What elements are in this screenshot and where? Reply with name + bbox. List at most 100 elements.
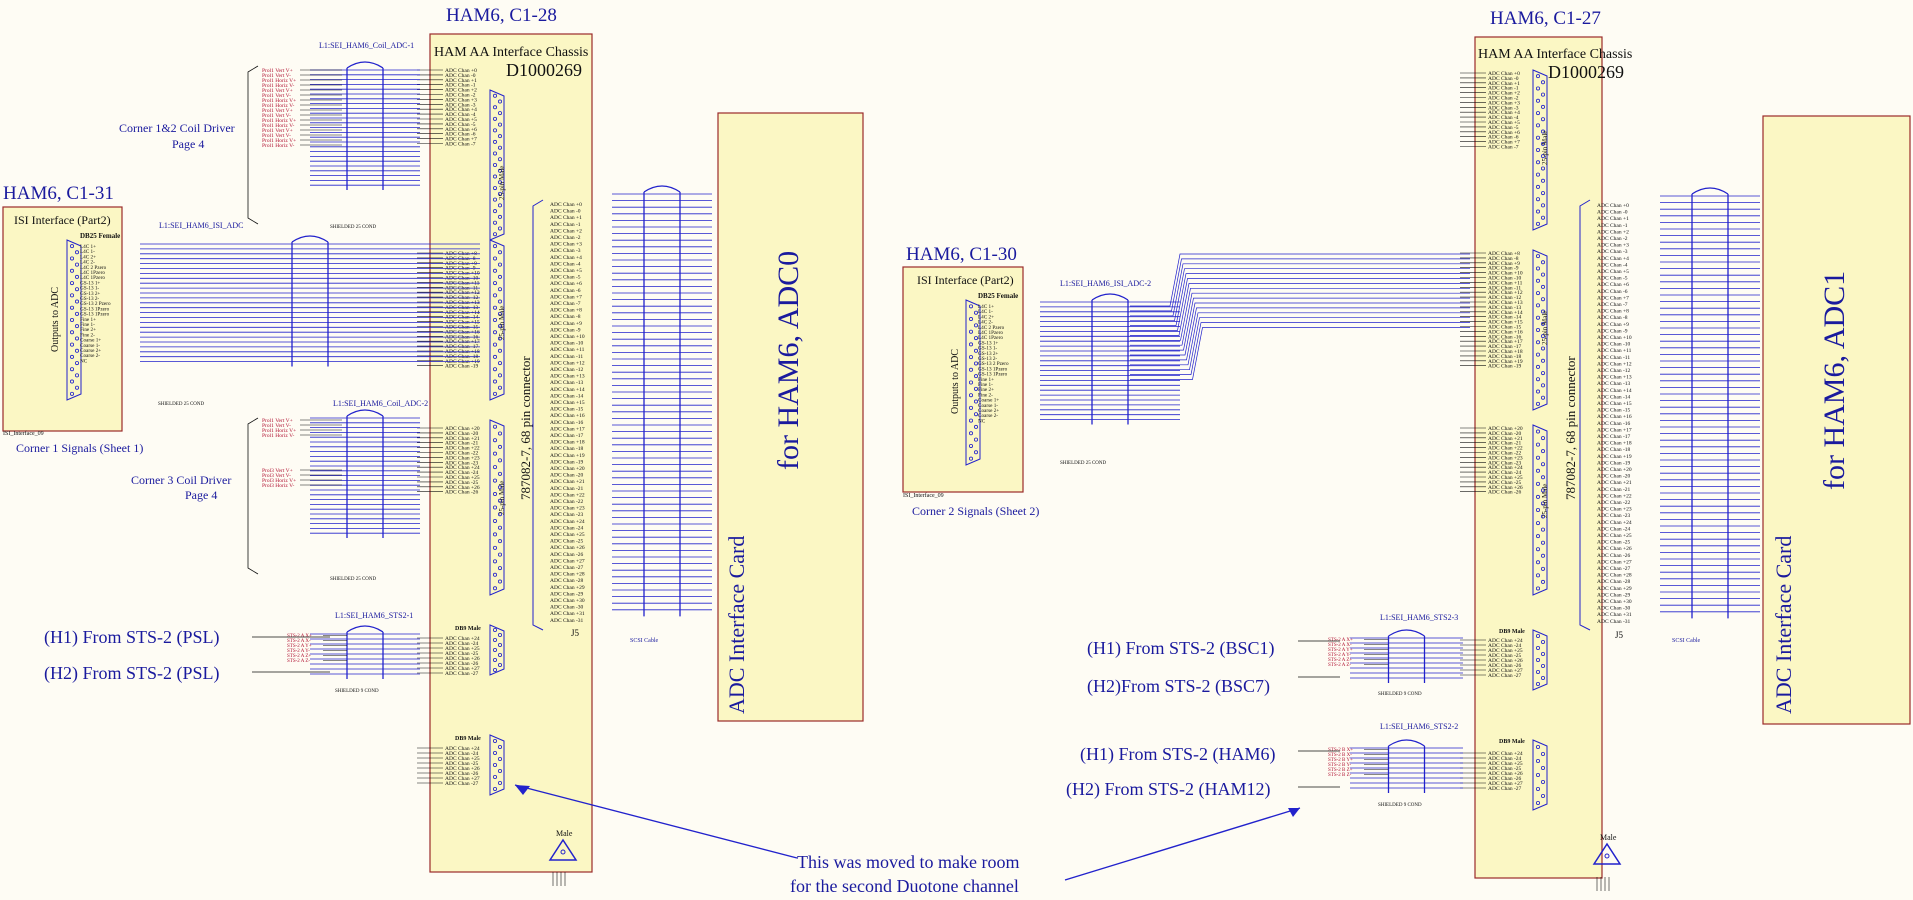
conn-25pin-left-3-pin [492, 438, 497, 443]
chan-list-68-right-label: ADC Chan +27 [1597, 559, 1632, 565]
adc-list-left-1-label: ADC Chan -0 [445, 73, 476, 79]
adc-list-left-4-label: ADC Chan +27 [445, 666, 480, 672]
chan-list-68-right-label: ADC Chan +23 [1597, 507, 1632, 513]
coil-signals-top-label: Prol1 Vert V- [262, 73, 291, 79]
coil-signals-top-label: Prol1 Horiz V+ [262, 98, 296, 104]
chan-list-68-right-label: ADC Chan +11 [1597, 348, 1632, 354]
chan-list-68-right-label: ADC Chan -19 [1597, 460, 1631, 466]
male-symbol-left-shape [548, 838, 578, 861]
conn-25pin-right-1-pin [1541, 80, 1546, 85]
conn-25pin-left-1 [489, 89, 505, 241]
conn-db9-right-1-shell [1532, 629, 1548, 691]
conn-isi-left-pin [75, 385, 80, 390]
adc-list-right-2-label: ADC Chan +15 [1488, 320, 1523, 326]
coil-signals-top-label: Prol1 Vert V+ [262, 88, 293, 94]
cable-coil-adc-2-loop [346, 409, 384, 417]
conn-25pin-right-3-pin [1541, 475, 1546, 480]
conn-db9-right-2-pin [1536, 773, 1541, 778]
chan-list-68-right-label: ADC Chan -17 [1597, 434, 1631, 440]
adc-list-left-3-label: ADC Chan +20 [445, 426, 480, 432]
conn-isi-left [66, 239, 82, 401]
conn-db9-left-2-pin [492, 751, 497, 756]
conn-25pin-right-3-pin [1541, 501, 1546, 506]
conn-25pin-right-3-pin [1536, 560, 1541, 565]
conn-25pin-right-1 [1532, 69, 1548, 231]
isi-signals-left-label: Coarse 1- [80, 343, 100, 349]
adc-list-right-5-label: ADC Chan +27 [1488, 781, 1523, 787]
conn-isi-left-pin [70, 305, 75, 310]
conn-db9-left-1-pin [497, 633, 502, 638]
conn-db9-left-1-pin [492, 668, 497, 673]
conn-db9-left-1-shell [489, 624, 505, 676]
chan-list-68-right-label: ADC Chan -4 [1597, 262, 1628, 268]
chan-list-68-right-label: ADC Chan +7 [1597, 295, 1629, 301]
conn-db9-right-1-pin [1536, 658, 1541, 663]
adc-list-right-3-label: ADC Chan +22 [1488, 446, 1523, 452]
isi-signals-left-label: Fine 1- [80, 322, 95, 328]
conn-25pin-right-1-pin [1541, 215, 1546, 220]
adc-list-right-2-label: ADC Chan -15 [1488, 325, 1522, 331]
conn-25pin-right-1-pin [1541, 104, 1546, 109]
route-wire [1130, 258, 1470, 312]
chan-list-68-left-label: ADC Chan +2 [550, 228, 582, 234]
chan-list-68-right-label: ADC Chan +17 [1597, 427, 1632, 433]
adc-list-right-2-label: ADC Chan -18 [1488, 354, 1522, 360]
chan-list-68-left-label: ADC Chan -16 [550, 420, 584, 426]
conn-db9-right-2-pin [1541, 780, 1546, 785]
sts-signals-right-b-label: STS-2 B Z+ [1328, 768, 1353, 773]
conn-db9-right-1-pin [1536, 682, 1541, 687]
coil-signals-top-label: Prol1 Vert V+ [262, 128, 293, 134]
conn-25pin-left-1-pin [497, 134, 502, 139]
conn-25pin-left-2 [489, 239, 505, 401]
cable-coil-adc-1 [310, 61, 420, 190]
conn-25pin-right-1-pin [1541, 154, 1546, 159]
conn-25pin-right-1-pin [1541, 178, 1546, 183]
isi-signals-right-label: GS-13 2- [978, 356, 997, 362]
adc-list-right-3-label: ADC Chan +23 [1488, 455, 1523, 461]
conn-isi-left-pin [70, 256, 75, 261]
cable-sts2-3-loop [1388, 629, 1425, 637]
male-symbol-left [548, 838, 578, 861]
conn-isi-right-pin [974, 412, 979, 417]
conn-25pin-right-2-pin [1536, 340, 1541, 345]
conn-isi-left-pin [70, 317, 75, 322]
conn-isi-left-pin [70, 342, 75, 347]
chan-list-68-left-label: ADC Chan -4 [550, 261, 581, 267]
isi-signals-right-label: Coarse 1- [978, 403, 998, 409]
adc-list-right-3-label: ADC Chan +20 [1488, 426, 1523, 432]
conn-25pin-left-2-pin [497, 373, 502, 378]
chan-list-68-right-label: ADC Chan -14 [1597, 394, 1631, 400]
conn-isi-right-pin [969, 393, 974, 398]
conn-db9-left-2-pin [497, 781, 502, 786]
adc-list-left-3-label: ADC Chan +26 [445, 485, 480, 491]
chan-list-68-left-label: ADC Chan -21 [550, 486, 584, 492]
conn-db9-left-1-pin [492, 648, 497, 653]
adc-list-right-3-label: ADC Chan -20 [1488, 431, 1522, 437]
isi-right-side-label: Outputs to ADC [950, 349, 961, 414]
sts-signals-right-a-label: STS-2 A X- [1328, 643, 1352, 648]
chan-list-68-left-label: ADC Chan +3 [550, 242, 582, 248]
chan-list-68-left-label: ADC Chan -11 [550, 354, 583, 360]
adc-list-left-3-label: ADC Chan +24 [445, 465, 480, 471]
sts-signals-left-label: STS-2 A Y- [287, 649, 310, 654]
sts-signals-right-b-label: STS-2 B X- [1328, 753, 1352, 758]
chan-list-68-right-label: ADC Chan +10 [1597, 335, 1632, 341]
conn-25pin-left-2-pin [497, 385, 502, 390]
conn-25pin-right-1-pin [1536, 135, 1541, 140]
note-arrowhead-right [1288, 808, 1300, 817]
sts-signals-left-label: STS-2 A Z- [287, 659, 310, 664]
sts-signals-left-label: STS-2 A Y+ [287, 644, 312, 649]
adc-list-right-1-label: ADC Chan -1 [1488, 86, 1519, 92]
adc-list-left-3-label: ADC Chan -21 [445, 441, 479, 447]
isi-signals-right-label: GS-13 1- [978, 346, 997, 352]
note-arrow-left [514, 784, 798, 859]
conn-isi-right-pin [969, 304, 974, 309]
adc-list-left-3-label: ADC Chan -25 [445, 480, 479, 486]
chan-list-68-left-label: ADC Chan +19 [550, 453, 585, 459]
conn-25pin-left-3-pin [492, 572, 497, 577]
chan-list-68-right-label: ADC Chan +4 [1597, 256, 1629, 262]
cable-scsi-left-loop [643, 185, 681, 193]
